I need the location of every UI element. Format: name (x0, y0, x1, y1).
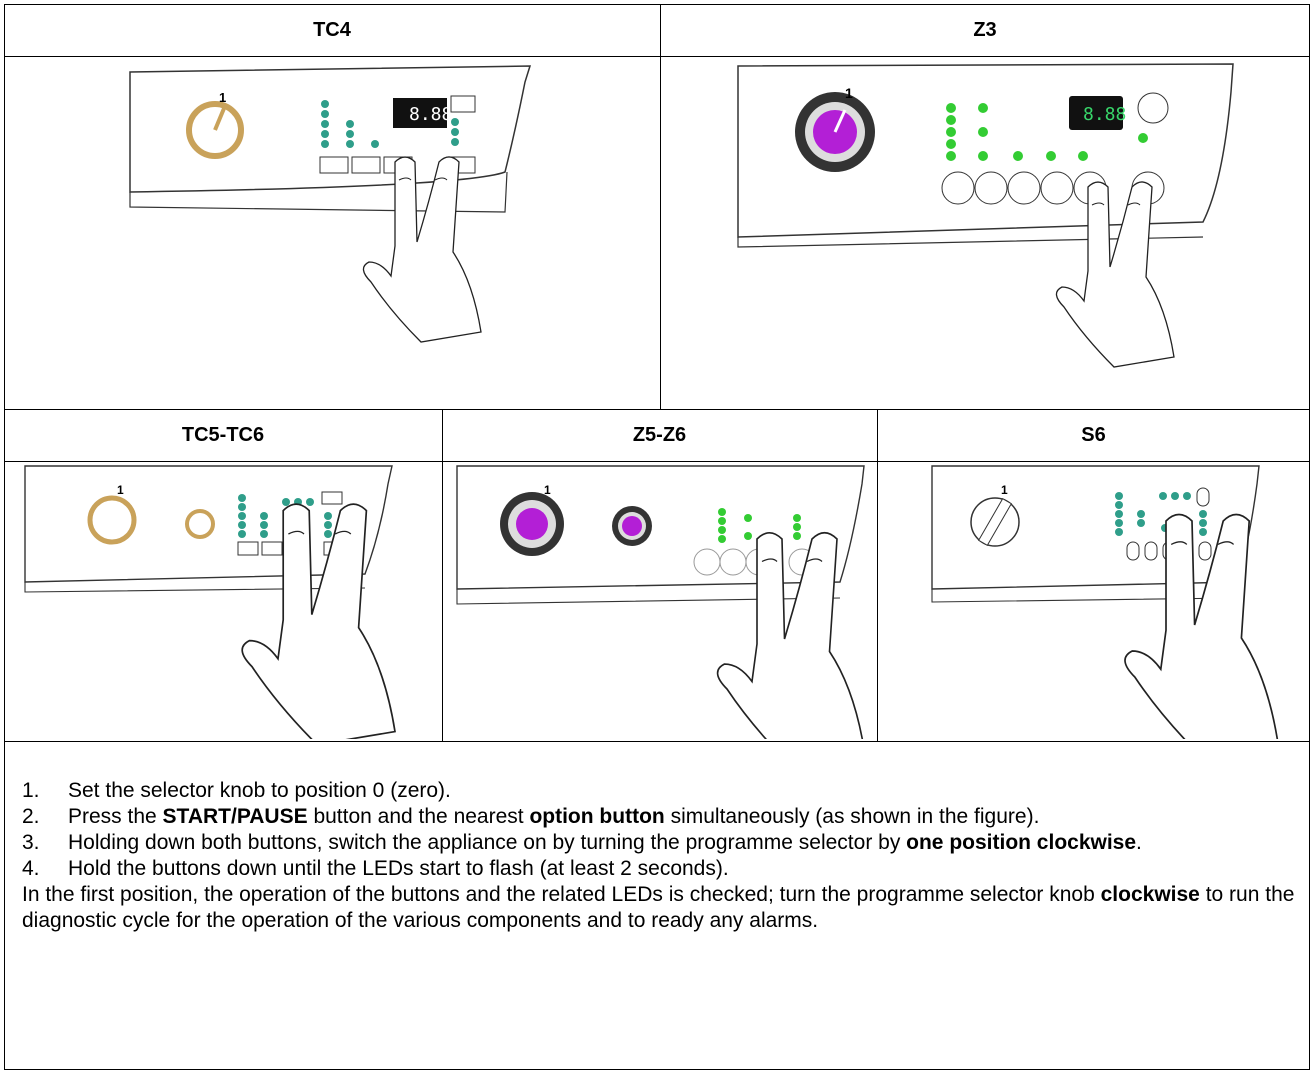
one-position-clockwise-label: one position clockwise (906, 831, 1137, 854)
z5-z6-second-knob-icon (612, 506, 652, 546)
panel-title-tc4: TC4 (313, 18, 351, 41)
step-item: 3. Holding down both buttons, switch the… (22, 831, 1142, 854)
option-button-label: option button (529, 805, 665, 828)
step-number: 3. (22, 831, 40, 854)
divider-bottom-1 (442, 409, 443, 741)
step-number: 1. (22, 779, 40, 802)
s6-knob-number: 1 (1001, 483, 1008, 497)
z3-knob-number: 1 (845, 85, 853, 101)
s6-control-panel-figure: 1 (931, 465, 1279, 739)
divider-row2-header (4, 461, 1310, 462)
start-pause-label: START/PAUSE (162, 805, 308, 828)
divider-bottom-2 (877, 409, 878, 741)
divider-row2-top (4, 409, 1310, 410)
divider-figures-bottom (4, 741, 1310, 742)
instructions: 1. Set the selector knob to position 0 (… (22, 778, 1302, 934)
s6-selector-knob-icon (970, 497, 1020, 547)
z5-z6-knob-number: 1 (544, 483, 551, 497)
tc5-tc6-second-knob-icon (185, 509, 215, 539)
step-item: 2. Press the START/PAUSE button and the … (22, 805, 1040, 828)
tc4-knob-number: 1 (219, 90, 226, 105)
tc5-tc6-selector-knob-icon (87, 495, 137, 545)
tc4-display-text: 8.88 (409, 104, 452, 125)
step-item: 4. Hold the buttons down until the LEDs … (22, 857, 729, 880)
panel-title-z3: Z3 (973, 18, 997, 41)
document-frame (4, 4, 1310, 1070)
z5-z6-control-panel-figure: 1 (456, 465, 866, 739)
tc4-control-panel-figure: 1 8.88 (129, 65, 532, 343)
step-item: 1. Set the selector knob to position 0 (… (22, 779, 451, 802)
z5-z6-selector-knob-icon (500, 492, 564, 556)
z3-display-text: 8.88 (1083, 104, 1126, 125)
panel-title-tc5-tc6: TC5-TC6 (181, 423, 265, 446)
z3-selector-knob-icon (795, 92, 875, 172)
panel-title-z5-z6: Z5-Z6 (632, 423, 687, 446)
z3-control-panel-figure: 1 8.88 (737, 63, 1234, 368)
diagnostic-paragraph: In the first position, the operation of … (22, 883, 1295, 932)
step-number: 2. (22, 805, 40, 828)
steps-list: 1. Set the selector knob to position 0 (… (22, 778, 1302, 882)
divider-top (660, 4, 661, 409)
step-number: 4. (22, 857, 40, 880)
panel-title-s6: S6 (1081, 423, 1106, 446)
divider-row1-header (4, 56, 1310, 57)
clockwise-label: clockwise (1100, 883, 1200, 906)
tc5-tc6-knob-number: 1 (117, 483, 124, 497)
tc5-tc6-control-panel-figure: 1 (24, 465, 396, 739)
